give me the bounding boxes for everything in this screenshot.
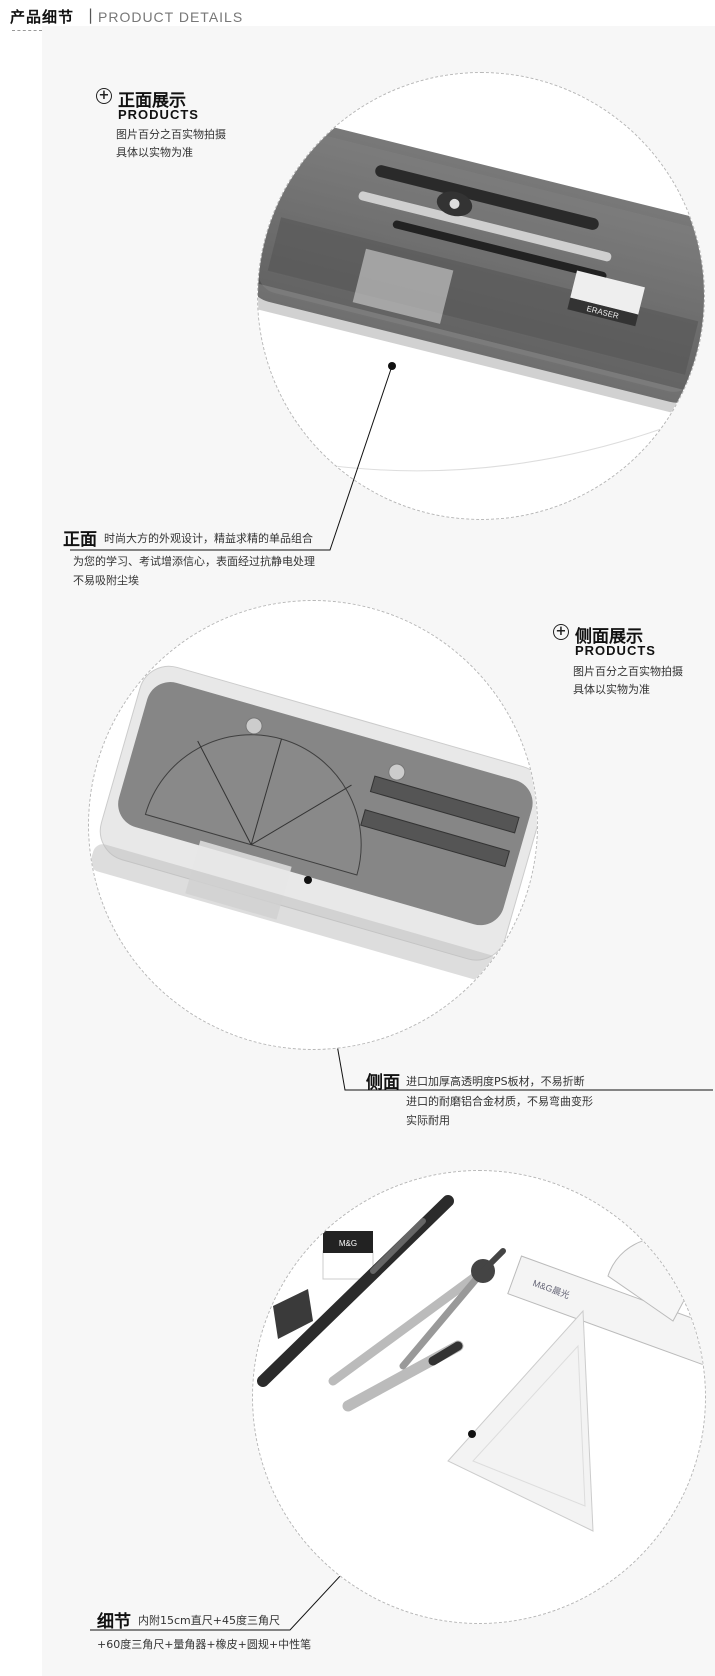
side-show-title: 侧面展示 [575,627,643,647]
header-separator: | [88,6,94,24]
plus-icon: + [553,624,569,640]
front-show-title: 正面展示 [118,91,186,111]
front-show-note-1: 图片百分之百实物拍摄 [116,128,226,141]
side-callout-line-2: 进口的耐磨铝合金材质，不易弯曲变形 [406,1095,593,1108]
side-show-note-2: 具体以实物为准 [573,683,650,696]
side-callout-line-1: 进口加厚高透明度PS板材，不易折断 [406,1075,585,1088]
front-show-note-2: 具体以实物为准 [116,146,193,159]
eraser-brand-label: M&G [339,1239,357,1248]
side-show-note-1: 图片百分之百实物拍摄 [573,665,683,678]
detail-callout-line-1: 内附15cm直尺+45度三角尺 [138,1614,280,1627]
header-title-cn: 产品细节 [10,8,75,26]
front-callout-line-3: 不易吸附尘埃 [73,574,139,587]
header-underline [12,30,42,31]
pencil-case-side [90,665,537,983]
front-callout-line-2: 为您的学习、考试增添信心，表面经过抗静电处理 [73,555,315,568]
side-callout-label: 侧面 [366,1073,400,1093]
detail-callout-dot [468,1430,476,1438]
side-product-image [88,600,538,1050]
header-title-en: PRODUCT DETAILS [98,9,244,25]
front-callout-label: 正面 [63,530,97,550]
detail-callout-label: 细节 [97,1612,131,1632]
pencil-case-front: ERASER [258,121,704,472]
front-callout-line-1: 时尚大方的外观设计，精益求精的单品组合 [104,532,313,545]
detail-product-image: M&G晨光 M&G [252,1170,706,1624]
stationery-set: M&G晨光 M&G [257,1195,705,1532]
side-callout-line-3: 实际耐用 [406,1114,450,1127]
detail-callout-line-2: +60度三角尺+量角器+橡皮+圆规+中性笔 [97,1638,312,1651]
side-show-subtitle: PRODUCTS [575,643,656,658]
front-show-subtitle: PRODUCTS [118,107,199,122]
side-callout-dot [304,876,312,884]
front-product-image: ERASER [257,72,705,520]
plus-icon: + [96,88,112,104]
